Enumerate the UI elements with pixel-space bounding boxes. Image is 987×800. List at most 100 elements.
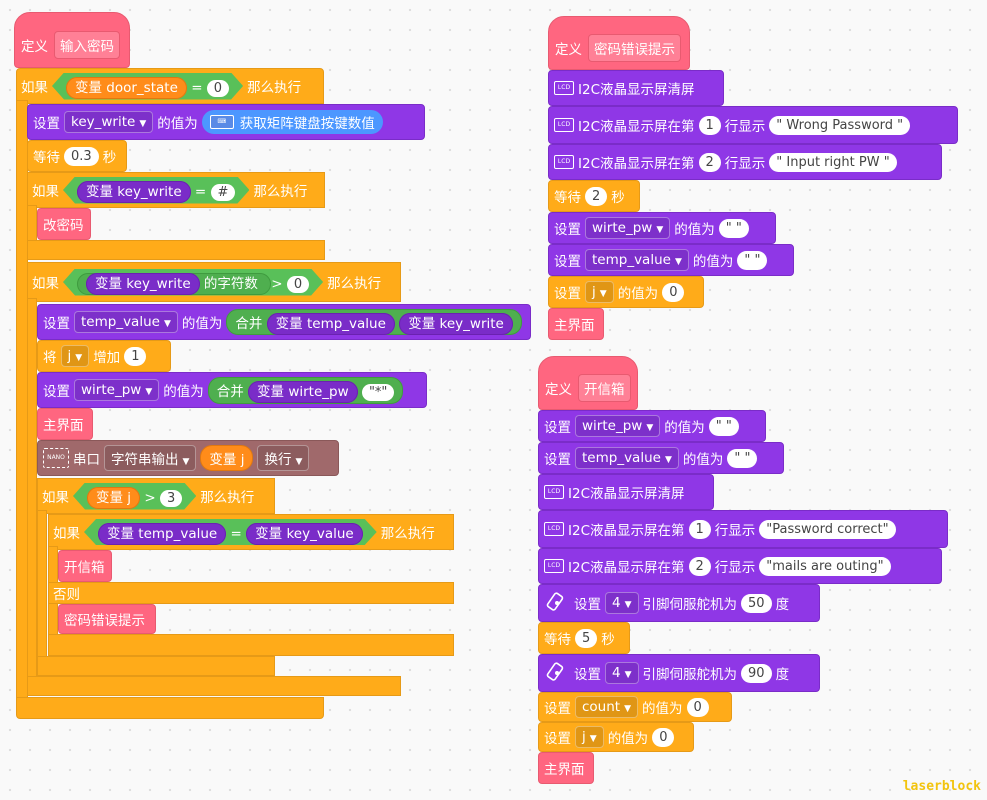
- eq-door-state[interactable]: 变量 door_state = 0: [52, 73, 243, 100]
- set-label: 设置: [574, 597, 601, 613]
- wait-input[interactable]: 2: [585, 186, 608, 206]
- len-reporter[interactable]: 变量 key_write 的字符数: [77, 273, 271, 295]
- value-oval[interactable]: 0: [662, 282, 685, 302]
- var-dropdown-j[interactable]: j▼: [60, 345, 90, 367]
- wait-block[interactable]: 等待 2 秒: [548, 180, 640, 212]
- call-change-password[interactable]: 改密码: [37, 208, 91, 240]
- message-input[interactable]: " Wrong Password ": [769, 115, 911, 135]
- if-key-hash-row[interactable]: 如果 变量 key_write = # 那么执行: [27, 172, 312, 208]
- set-j-block[interactable]: 设置 j▼ 的值为 0: [548, 276, 704, 308]
- lcd-show-row1-block[interactable]: LCD I2C液晶显示屏在第 1 行显示 " Wrong Password ": [548, 106, 958, 144]
- angle-input[interactable]: 50: [741, 593, 772, 613]
- call-main-screen[interactable]: 主界面: [37, 408, 93, 440]
- var-key-value[interactable]: 变量 key_value: [246, 523, 363, 545]
- lcd-show-row2-block[interactable]: LCD I2C液晶显示屏在第 2 行显示 "mails are outing": [538, 548, 942, 584]
- wait-input[interactable]: 0.3: [64, 146, 99, 166]
- value-oval[interactable]: " ": [727, 448, 758, 468]
- var-dropdown-j[interactable]: j▼: [585, 281, 614, 303]
- var-dropdown-wirte-pw[interactable]: wirte_pw▼: [575, 415, 661, 437]
- if-len-row[interactable]: 如果 变量 key_write 的字符数 > 0 那么执行: [27, 262, 386, 302]
- change-j-block[interactable]: 将 j▼ 增加 1: [37, 340, 171, 372]
- var-dropdown-j[interactable]: j▼: [575, 726, 604, 748]
- set-wirte-pw-block[interactable]: 设置 wirte_pw▼ 的值为 " ": [548, 212, 776, 244]
- var-dropdown-temp-value[interactable]: temp_value▼: [585, 249, 689, 271]
- value-oval[interactable]: 1: [124, 346, 147, 366]
- set-temp-value-block[interactable]: 设置 temp_value▼ 的值为 合并 变量 temp_value 变量 k…: [37, 304, 531, 340]
- serial-print-block[interactable]: NANO 串口 字符串输出▼ 变量 j 换行▼: [37, 440, 339, 476]
- value-oval[interactable]: 0: [652, 727, 675, 747]
- define-hat-open-box[interactable]: 定义 开信箱: [538, 356, 638, 410]
- wait-block[interactable]: 等待 5 秒: [538, 622, 630, 654]
- lcd-clear-block[interactable]: LCD I2C液晶显示屏清屏: [548, 70, 724, 106]
- pin-dropdown[interactable]: 4▼: [605, 662, 639, 684]
- servo-svg: [546, 592, 564, 611]
- row-input[interactable]: 1: [698, 115, 721, 135]
- value-oval[interactable]: " ": [708, 416, 739, 436]
- var-j[interactable]: 变量 j: [87, 487, 140, 509]
- value-oval[interactable]: 0: [207, 80, 229, 97]
- row-input[interactable]: 2: [698, 152, 721, 172]
- var-door-state[interactable]: 变量 door_state: [66, 77, 187, 99]
- set-wirte-pw-block[interactable]: 设置 wirte_pw▼ 的值为 合并 变量 wirte_pw "*": [37, 372, 427, 408]
- var-dropdown-key-write[interactable]: key_write▼: [64, 111, 154, 133]
- set-key-write-block[interactable]: 设置 key_write▼ 的值为 ⌨获取矩阵键盘按键数值: [27, 104, 425, 140]
- call-main-screen[interactable]: 主界面: [538, 752, 594, 784]
- join-reporter[interactable]: 合并 变量 temp_value 变量 key_write: [226, 309, 522, 335]
- eq-temp-key[interactable]: 变量 temp_value = 变量 key_value: [84, 519, 377, 545]
- message-input[interactable]: "Password correct": [759, 519, 896, 539]
- servo-90-block[interactable]: 设置 4▼ 引脚伺服舵机为 90 度: [538, 654, 820, 692]
- row-input[interactable]: 1: [688, 519, 711, 539]
- set-temp-value-block[interactable]: 设置 temp_value▼ 的值为 " ": [538, 442, 784, 474]
- set-count-block[interactable]: 设置 count▼ 的值为 0: [538, 692, 732, 722]
- call-open-box[interactable]: 开信箱: [58, 550, 112, 582]
- get-keypad-value[interactable]: ⌨获取矩阵键盘按键数值: [201, 110, 383, 134]
- if-door-state-row[interactable]: 如果 变量 door_state = 0 那么执行: [16, 68, 306, 104]
- lcd-show-row1-block[interactable]: LCD I2C液晶显示屏在第 1 行显示 "Password correct": [538, 510, 948, 548]
- var-key-write[interactable]: 变量 key_write: [399, 313, 513, 335]
- if-j-gt-row[interactable]: 如果 变量 j > 3 那么执行: [37, 478, 259, 514]
- var-j[interactable]: 变量 j: [200, 445, 254, 471]
- define-hat-password-error[interactable]: 定义 密码错误提示: [548, 16, 690, 70]
- var-temp-value[interactable]: 变量 temp_value: [98, 523, 226, 545]
- if-else-row[interactable]: 如果 变量 temp_value = 变量 key_value 那么执行: [48, 514, 440, 550]
- call-main-screen[interactable]: 主界面: [548, 308, 604, 340]
- define-hat-input-password[interactable]: 定义 输入密码: [14, 12, 130, 68]
- pin-dropdown[interactable]: 4▼: [605, 592, 639, 614]
- message-input[interactable]: " Input right PW ": [769, 152, 897, 172]
- lcd-clear-block[interactable]: LCD I2C液晶显示屏清屏: [538, 474, 714, 510]
- var-key-write[interactable]: 变量 key_write: [86, 273, 200, 295]
- value-oval[interactable]: 0: [686, 697, 709, 717]
- gt-len[interactable]: 变量 key_write 的字符数 > 0: [63, 269, 323, 296]
- change-label: 将: [43, 350, 57, 366]
- var-dropdown-wirte-pw[interactable]: wirte_pw▼: [74, 379, 160, 401]
- call-password-error[interactable]: 密码错误提示: [58, 604, 156, 634]
- var-wirte-pw[interactable]: 变量 wirte_pw: [248, 380, 358, 403]
- var-dropdown-temp-value[interactable]: temp_value▼: [74, 311, 178, 333]
- newline-dropdown[interactable]: 换行▼: [257, 445, 310, 471]
- var-temp-value[interactable]: 变量 temp_value: [266, 313, 395, 335]
- eq-key-hash[interactable]: 变量 key_write = #: [63, 177, 249, 204]
- serial-mode-dropdown[interactable]: 字符串输出▼: [104, 445, 197, 471]
- set-wirte-pw-block[interactable]: 设置 wirte_pw▼ 的值为 " ": [538, 410, 766, 442]
- wait-block[interactable]: 等待 0.3 秒: [27, 140, 127, 172]
- value-oval[interactable]: #: [211, 184, 236, 201]
- value-oval[interactable]: 0: [287, 276, 309, 293]
- value-oval[interactable]: " ": [718, 218, 749, 238]
- var-key-write[interactable]: 变量 key_write: [77, 181, 191, 203]
- servo-50-block[interactable]: 设置 4▼ 引脚伺服舵机为 50 度: [538, 584, 820, 622]
- value-oval[interactable]: " ": [737, 250, 768, 270]
- angle-input[interactable]: 90: [741, 663, 772, 683]
- gt-j[interactable]: 变量 j > 3: [73, 483, 196, 510]
- lcd-show-row2-block[interactable]: LCD I2C液晶显示屏在第 2 行显示 " Input right PW ": [548, 144, 942, 180]
- set-j-block[interactable]: 设置 j▼ 的值为 0: [538, 722, 694, 752]
- value-oval[interactable]: 3: [160, 490, 182, 507]
- row-input[interactable]: 2: [688, 556, 711, 576]
- var-dropdown-temp-value[interactable]: temp_value▼: [575, 447, 679, 469]
- value-oval[interactable]: "*": [361, 383, 395, 401]
- var-dropdown-wirte-pw[interactable]: wirte_pw▼: [585, 217, 671, 239]
- set-temp-value-block[interactable]: 设置 temp_value▼ 的值为 " ": [548, 244, 794, 276]
- join-reporter[interactable]: 合并 变量 wirte_pw "*": [207, 376, 404, 404]
- var-dropdown-count[interactable]: count▼: [575, 696, 639, 718]
- message-input[interactable]: "mails are outing": [759, 556, 891, 576]
- wait-input[interactable]: 5: [575, 628, 598, 648]
